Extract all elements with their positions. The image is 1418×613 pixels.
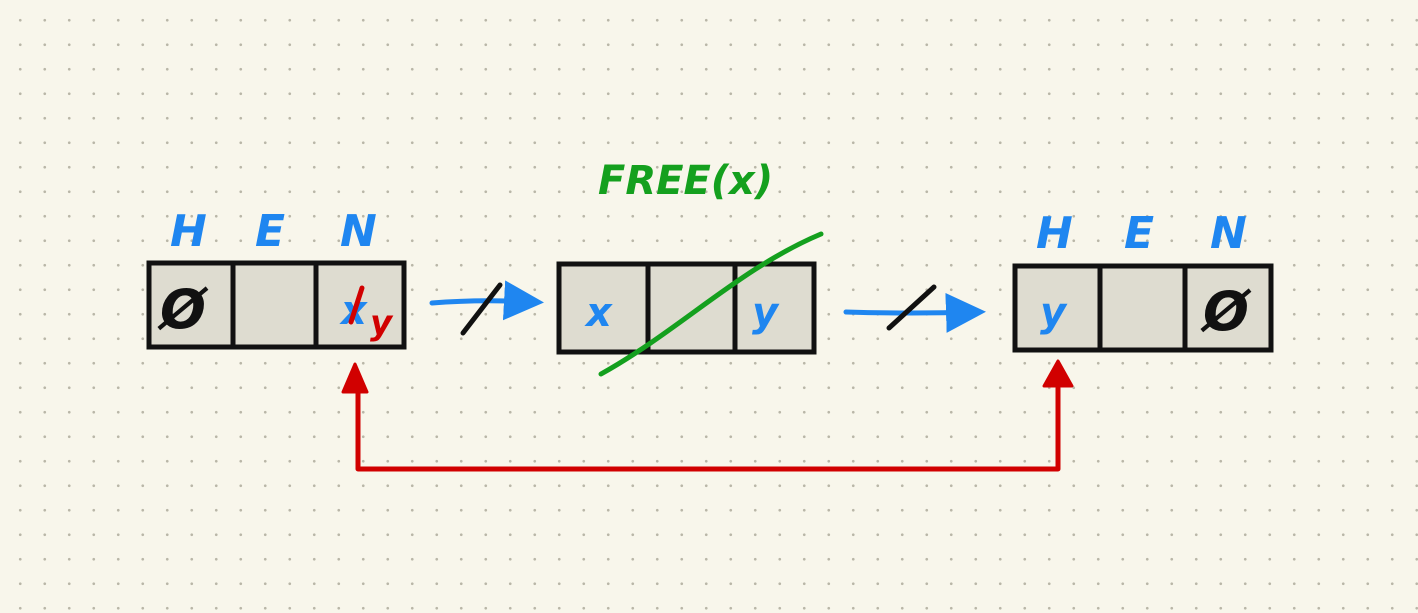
left-header-n: N <box>340 206 377 257</box>
link-left-to-middle <box>429 280 544 336</box>
right-header-h: H <box>1036 208 1073 259</box>
middle-node: FREE(x) x y <box>556 158 824 377</box>
cut-mark-1 <box>460 282 503 336</box>
left-header-e: E <box>255 206 285 257</box>
right-cell-next-null: Ø <box>1200 280 1252 343</box>
right-header-e: E <box>1124 208 1154 259</box>
left-cell-head-null: Ø <box>157 278 209 341</box>
left-header-h: H <box>170 206 207 257</box>
relink-arrowhead-right <box>1042 359 1074 388</box>
left-cell-strike <box>348 285 365 325</box>
middle-node-box <box>556 261 817 355</box>
right-header-n: N <box>1210 208 1247 259</box>
middle-cell-head: x <box>584 290 613 336</box>
link-middle-to-right <box>843 284 986 333</box>
relink-arrow <box>341 359 1074 472</box>
left-cell-next-new: y <box>370 303 394 343</box>
right-cell-head: y <box>1040 290 1068 336</box>
right-node: H E N y Ø <box>1012 208 1274 353</box>
relink-arrowhead-left <box>341 362 369 394</box>
cut-mark-2 <box>886 284 937 331</box>
left-node-box <box>146 260 407 350</box>
free-annotation: FREE(x) <box>598 158 773 204</box>
right-node-box <box>1012 263 1274 353</box>
middle-cell-next: y <box>752 290 780 336</box>
left-node: H E N Ø x y <box>146 206 407 350</box>
free-strike-line <box>598 231 824 377</box>
